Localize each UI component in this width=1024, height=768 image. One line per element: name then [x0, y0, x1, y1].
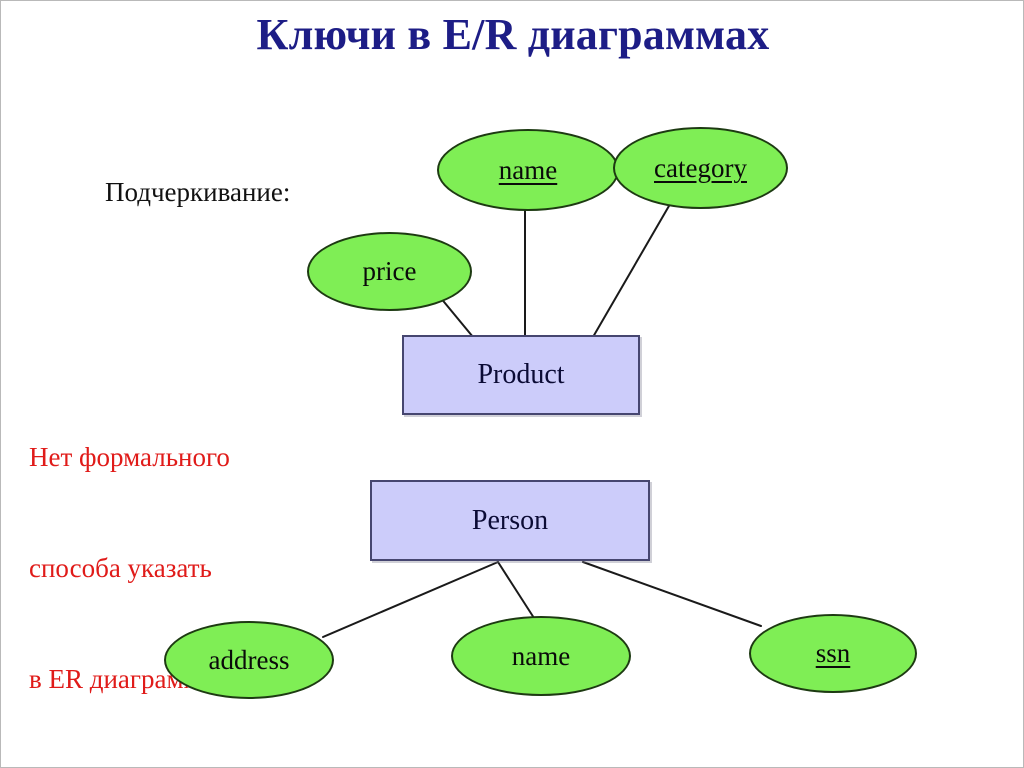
- attribute-ellipse-product-name[interactable]: name: [437, 129, 619, 211]
- attribute-ellipse-person-ssn[interactable]: ssn: [749, 614, 917, 693]
- attribute-label: address: [208, 644, 290, 675]
- attribute-label: price: [362, 256, 417, 286]
- entity-label: Person: [471, 504, 549, 536]
- edge-name-person: [497, 561, 535, 619]
- page-title: Ключи в E/R диаграммах: [256, 10, 770, 59]
- attribute-label: name: [511, 640, 571, 671]
- edge-category-product: [592, 198, 674, 338]
- entity-label: Product: [477, 359, 565, 390]
- entity-box-product[interactable]: Product: [402, 335, 640, 415]
- note-no-formal-way: Нет формального способа указать в ER диа…: [29, 365, 237, 767]
- edge-ssn-person: [582, 561, 762, 627]
- attribute-ellipse-person-address[interactable]: address: [164, 621, 334, 699]
- note-line-1: Нет формального: [29, 442, 230, 472]
- attribute-label: ssn: [815, 638, 851, 668]
- edge-address-person: [322, 561, 499, 638]
- note-underline-label: Подчеркивание:: [105, 177, 291, 207]
- attribute-label: category: [654, 152, 747, 183]
- attribute-ellipse-product-price[interactable]: price: [307, 232, 472, 311]
- attribute-label: name: [498, 154, 558, 185]
- attribute-ellipse-product-category[interactable]: category: [613, 127, 788, 209]
- entity-box-person[interactable]: Person: [370, 480, 650, 561]
- attribute-ellipse-person-name[interactable]: name: [451, 616, 631, 696]
- note-line-2: способа указать: [29, 553, 212, 583]
